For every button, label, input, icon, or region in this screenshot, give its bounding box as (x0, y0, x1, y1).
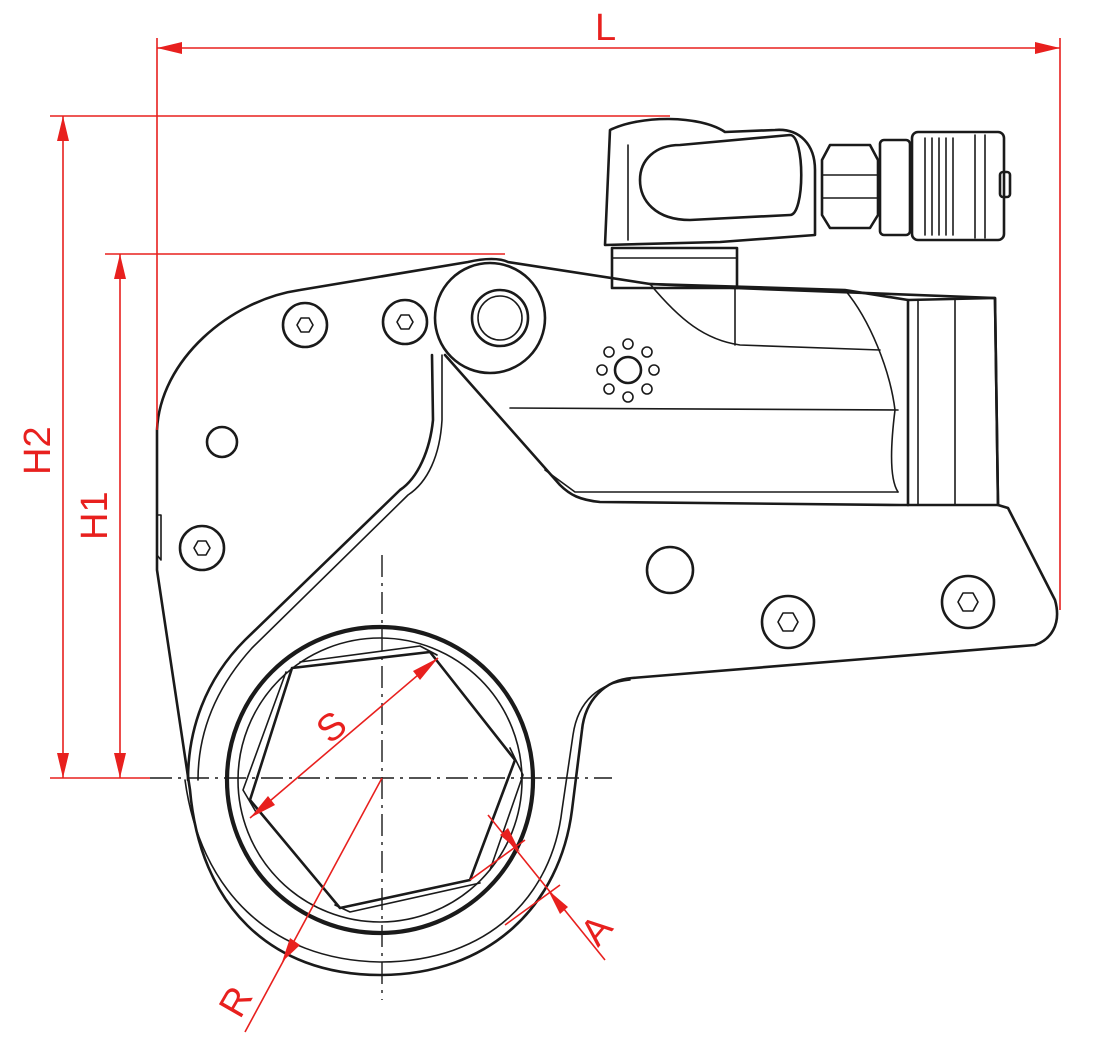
dim-H1-label: H1 (74, 491, 116, 540)
dim-H2-label: H2 (17, 426, 59, 475)
swivel-loop (638, 133, 803, 222)
dim-L-arrow-left (157, 42, 182, 54)
dim-L-label: L (595, 7, 616, 49)
cylinder-mid-line (509, 407, 899, 411)
bolt-left (178, 524, 226, 572)
coupler-body (878, 138, 912, 237)
coupler-tip (998, 170, 1012, 199)
swivel-block (603, 117, 817, 247)
pivot-boss (433, 261, 547, 375)
dim-R-line (244, 777, 383, 1033)
port-pattern (596, 338, 660, 403)
dim-H1-arrow-top (114, 254, 126, 279)
link-inner-contour (184, 679, 631, 963)
cylinder-lower-line (544, 469, 899, 493)
bolt-top-center (381, 298, 429, 346)
cylinder-end-cap (906, 296, 1000, 507)
cylinder-top-band (649, 283, 881, 351)
dim-S-line (249, 657, 439, 819)
dim-S-label: S (309, 703, 355, 751)
dim-R-label: R (211, 980, 261, 1025)
dim-H2-arrow-bottom (57, 753, 69, 778)
pivot-pin-outer (470, 288, 530, 348)
dim-A-arrow-1 (500, 828, 520, 852)
coupler-sleeve (910, 130, 1006, 242)
socket-ring-outer (224, 624, 536, 936)
dim-S-arrow-high (413, 658, 438, 680)
bolt-bottom-center (760, 594, 816, 650)
link-diagonal-cut (186, 353, 435, 782)
socket-ring-inner (237, 637, 523, 923)
dim-H1-arrow-bottom (114, 753, 126, 778)
swivel-base (610, 246, 739, 290)
hole-left (205, 425, 239, 459)
dim-S-arrow-low (250, 796, 275, 818)
dim-A-label: A (573, 907, 622, 954)
link-diagonal-cut-inner (197, 354, 443, 781)
cylinder-body (443, 282, 910, 507)
hex-socket-chamfer (242, 645, 524, 913)
link-outer-contour (155, 257, 1059, 977)
cylinder-shoulder (844, 289, 899, 493)
bolt-top-left (281, 301, 329, 349)
dimensions: L H2 H1 S R A (17, 7, 1061, 1033)
dim-A-arrow-2 (548, 890, 568, 914)
coupler-nut (820, 143, 880, 230)
dim-R-arrow (282, 938, 300, 962)
dim-L-arrow-right (1035, 42, 1060, 54)
wrench-body (155, 117, 1059, 977)
center-lines (150, 555, 612, 1000)
dim-A-ext-2 (504, 884, 561, 926)
hole-center (645, 545, 695, 595)
coupler-ribs (924, 134, 986, 239)
left-lip (156, 514, 162, 561)
dim-H2-arrow-top (57, 116, 69, 141)
bolt-bottom-right (940, 574, 996, 630)
pivot-pin-inner (477, 295, 523, 341)
